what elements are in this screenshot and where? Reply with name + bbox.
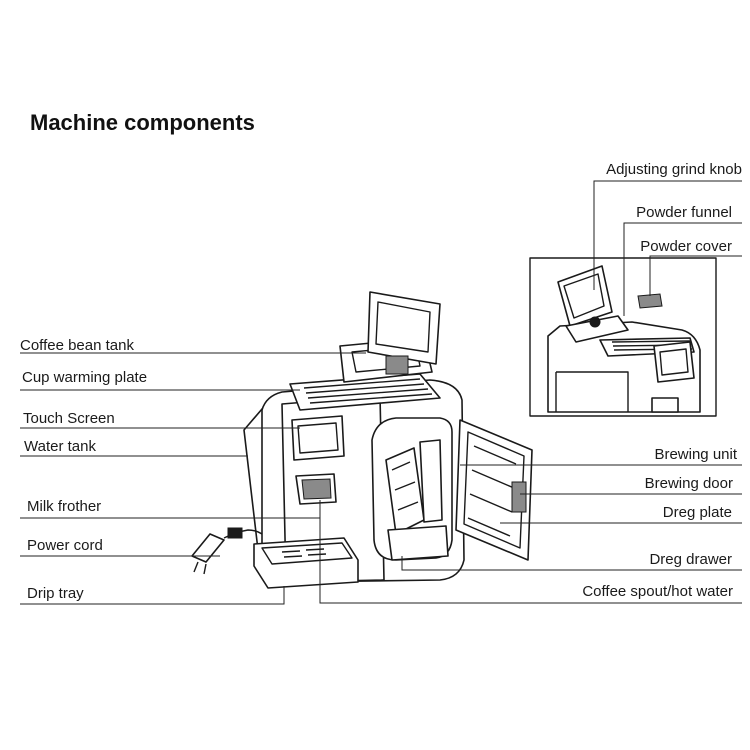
label-power-cord: Power cord	[27, 537, 103, 554]
touch-screen-inner	[297, 422, 339, 454]
label-cup-warming-plate: Cup warming plate	[22, 369, 147, 386]
cable-strain-relief	[227, 527, 243, 539]
main-machine	[191, 291, 533, 589]
label-coffee-bean-tank: Coffee bean tank	[20, 337, 134, 354]
dreg-drawer-shape	[387, 525, 449, 561]
bean-tank-lid-inner	[375, 301, 431, 353]
bean-tank-funnel	[385, 355, 409, 375]
inset-lid-inner	[563, 273, 605, 319]
label-touch-screen: Touch Screen	[23, 410, 115, 427]
plug-pin-b	[203, 563, 207, 575]
inset-tank-base	[565, 315, 629, 343]
leader-dreg-drawer	[401, 556, 742, 571]
inset-detail	[529, 257, 717, 417]
inset-powder-cover	[637, 293, 663, 309]
touch-screen-shape	[291, 415, 345, 461]
brewing-door-shape	[455, 419, 533, 561]
label-milk-frother: Milk frother	[27, 498, 101, 515]
warming-plate-lines	[303, 378, 433, 404]
drip-tray-grill	[281, 548, 327, 558]
plug-pin-a	[193, 561, 199, 573]
inset-screen	[653, 341, 695, 383]
inset-spout	[651, 397, 679, 413]
label-dreg-plate: Dreg plate	[663, 504, 732, 521]
label-drip-tray: Drip tray	[27, 585, 84, 602]
page-title: Machine components	[30, 110, 255, 135]
door-handle	[511, 481, 527, 513]
drip-tray-top	[261, 542, 353, 565]
label-water-tank: Water tank	[24, 438, 96, 455]
leader-powder-funnel	[623, 222, 742, 316]
leader-lines	[20, 180, 742, 605]
brewing-unit-detail	[391, 461, 419, 511]
inset-open-lid	[557, 265, 613, 327]
inset-grind-knob	[589, 316, 601, 328]
label-dreg-drawer: Dreg drawer	[649, 551, 732, 568]
label-brewing-unit: Brewing unit	[654, 446, 737, 463]
inset-front-panel	[555, 371, 629, 412]
leader-adjusting-grind-knob	[593, 180, 742, 290]
dreg-plate-lines	[467, 445, 517, 537]
labels: Coffee bean tank Cup warming plate Touch…	[20, 161, 742, 602]
label-brewing-door: Brewing door	[645, 475, 733, 492]
power-plug	[191, 533, 225, 563]
label-powder-funnel: Powder funnel	[636, 204, 732, 221]
inset-frame	[529, 257, 717, 417]
spout-outlet	[301, 478, 332, 500]
label-powder-cover: Powder cover	[640, 238, 732, 255]
inset-screen-inner	[659, 348, 689, 376]
brewing-door-inner	[463, 431, 525, 549]
brewing-unit-column	[419, 439, 443, 523]
drip-tray-shape	[253, 537, 359, 589]
label-adjusting-grind-knob: Adjusting grind knob	[606, 161, 742, 178]
leader-drip-tray	[20, 586, 285, 605]
leader-powder-cover	[649, 255, 742, 296]
label-coffee-spout: Coffee spout/hot water	[582, 583, 733, 600]
leader-coffee-spout	[319, 506, 742, 604]
